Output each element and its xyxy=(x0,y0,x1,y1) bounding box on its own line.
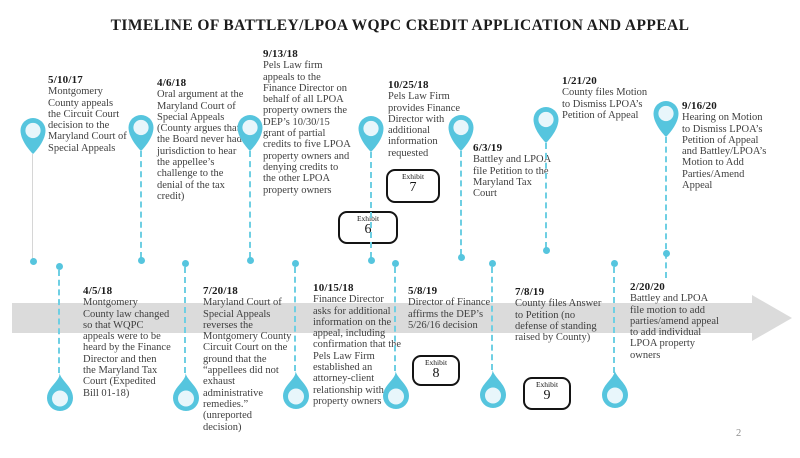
event-text: 4/6/18 Oral argument at the Maryland Cou… xyxy=(157,77,247,202)
droplet-icon xyxy=(47,373,73,411)
droplet-icon xyxy=(602,370,628,408)
leader-line xyxy=(491,267,493,370)
timeline-dot-icon xyxy=(367,257,375,264)
timeline-dot-icon xyxy=(291,260,299,267)
event-description: Finance Director asks for additional inf… xyxy=(313,294,402,407)
event-description: Battley and LPOA file motion to add part… xyxy=(630,293,719,361)
exhibit-label: Exhibit xyxy=(401,172,425,181)
leader-line xyxy=(294,267,296,371)
event-date: 4/6/18 xyxy=(157,77,187,89)
event-text: 7/20/18 Maryland Court of Special Appeal… xyxy=(203,285,293,433)
leader-line xyxy=(184,267,186,373)
event-description: Director of Finance affirms the DEP’s 5/… xyxy=(408,297,491,331)
event-description: Pels Law Firm provides Finance Director … xyxy=(388,91,461,159)
timeline-dot-icon xyxy=(391,260,399,267)
event-text: 9/13/18 Pels Law firm appeals to the Fin… xyxy=(263,48,351,196)
timeline-dot-icon xyxy=(137,257,145,264)
timeline-arrow-shaft xyxy=(12,303,753,333)
event-text: 10/15/18 Finance Director asks for addit… xyxy=(313,282,403,407)
event-text: 9/16/20 Hearing on Motion to Dismiss LPO… xyxy=(682,100,770,192)
event-date: 9/13/18 xyxy=(263,48,299,60)
event-description: Maryland Court of Special Appeals revers… xyxy=(203,297,292,433)
map-pin-icon xyxy=(237,115,263,151)
timeline-dot-icon xyxy=(542,247,550,254)
map-pin-icon xyxy=(20,118,46,154)
map-pin-icon xyxy=(128,115,154,151)
event-text: 4/5/18 Montgomery County law changed so … xyxy=(83,285,171,399)
timeline-dot-icon xyxy=(246,257,254,264)
event-date: 6/3/19 xyxy=(473,142,503,154)
exhibit-label: Exhibit xyxy=(535,380,559,389)
timeline-dot-icon xyxy=(662,250,670,257)
event-date: 7/8/19 xyxy=(515,286,545,298)
exhibit-number: 8 xyxy=(432,365,440,381)
leader-line xyxy=(249,151,251,258)
exhibit-number: 9 xyxy=(543,387,551,403)
map-pin-icon xyxy=(448,115,474,151)
droplet-icon xyxy=(283,371,309,409)
event-date: 10/15/18 xyxy=(313,282,354,294)
event-text: 7/8/19 County files Answer to Petition (… xyxy=(515,286,605,344)
page-number: 2 xyxy=(736,428,742,439)
timeline-dot-icon xyxy=(457,254,465,261)
leader-line xyxy=(140,151,142,258)
leader-line xyxy=(370,152,372,258)
exhibit-number: 7 xyxy=(409,179,417,195)
event-description: Oral argument at the Maryland Court of S… xyxy=(157,89,244,202)
event-date: 10/25/18 xyxy=(388,79,429,91)
event-description: Montgomery County appeals the Circuit Co… xyxy=(48,86,127,154)
timeline-dot-icon xyxy=(488,260,496,267)
leader-line xyxy=(394,267,396,371)
event-text: 10/25/18 Pels Law Firm provides Finance … xyxy=(388,79,466,159)
leader-line xyxy=(58,270,60,373)
event-date: 4/5/18 xyxy=(83,285,113,297)
exhibit-label: Exhibit xyxy=(356,214,380,223)
exhibit-box-7: Exhibit 7 xyxy=(386,169,440,203)
event-date: 1/21/20 xyxy=(562,75,598,87)
exhibit-number: 6 xyxy=(364,221,372,237)
event-description: County files Answer to Petition (no defe… xyxy=(515,298,602,344)
event-text: 1/21/20 County files Motion to Dismiss L… xyxy=(562,75,654,121)
droplet-icon xyxy=(383,371,409,409)
exhibit-box-6: Exhibit 6 xyxy=(338,211,398,244)
leader-line xyxy=(613,267,615,373)
page-title: TIMELINE OF BATTLEY/LPOA WQPC CREDIT APP… xyxy=(110,17,690,34)
leader-line xyxy=(665,137,667,278)
exhibit-label: Exhibit xyxy=(424,358,448,367)
timeline-arrow-head-icon xyxy=(752,295,792,341)
droplet-icon xyxy=(480,370,506,408)
droplet-icon xyxy=(173,373,199,411)
event-description: Battley and LPOA file Petition to the Ma… xyxy=(473,154,551,200)
leader-line xyxy=(32,154,33,260)
event-text: 6/3/19 Battley and LPOA file Petition to… xyxy=(473,142,555,200)
timeline-dot-icon xyxy=(610,260,618,267)
event-date: 9/16/20 xyxy=(682,100,718,112)
timeline-dot-icon xyxy=(55,263,63,270)
event-date: 5/10/17 xyxy=(48,74,84,86)
event-date: 7/20/18 xyxy=(203,285,239,297)
event-description: County files Motion to Dismiss LPOA’s Pe… xyxy=(562,87,648,121)
event-date: 2/20/20 xyxy=(630,281,666,293)
map-pin-icon xyxy=(653,101,679,137)
event-date: 5/8/19 xyxy=(408,285,438,297)
exhibit-box-8: Exhibit 8 xyxy=(412,355,460,386)
leader-line xyxy=(545,143,547,248)
event-description: Hearing on Motion to Dismiss LPOA’s Peti… xyxy=(682,112,767,192)
timeline-dot-icon xyxy=(29,258,37,265)
map-pin-icon xyxy=(358,116,384,152)
event-text: 5/8/19 Director of Finance affirms the D… xyxy=(408,285,496,331)
event-description: Montgomery County law changed so that WQ… xyxy=(83,297,171,399)
leader-line xyxy=(460,151,462,255)
event-text: 2/20/20 Battley and LPOA file motion to … xyxy=(630,281,720,361)
event-description: Pels Law firm appeals to the Finance Dir… xyxy=(263,60,351,196)
exhibit-box-9: Exhibit 9 xyxy=(523,377,571,410)
map-pin-icon xyxy=(533,107,559,143)
timeline-dot-icon xyxy=(181,260,189,267)
event-text: 5/10/17 Montgomery County appeals the Ci… xyxy=(48,74,128,154)
